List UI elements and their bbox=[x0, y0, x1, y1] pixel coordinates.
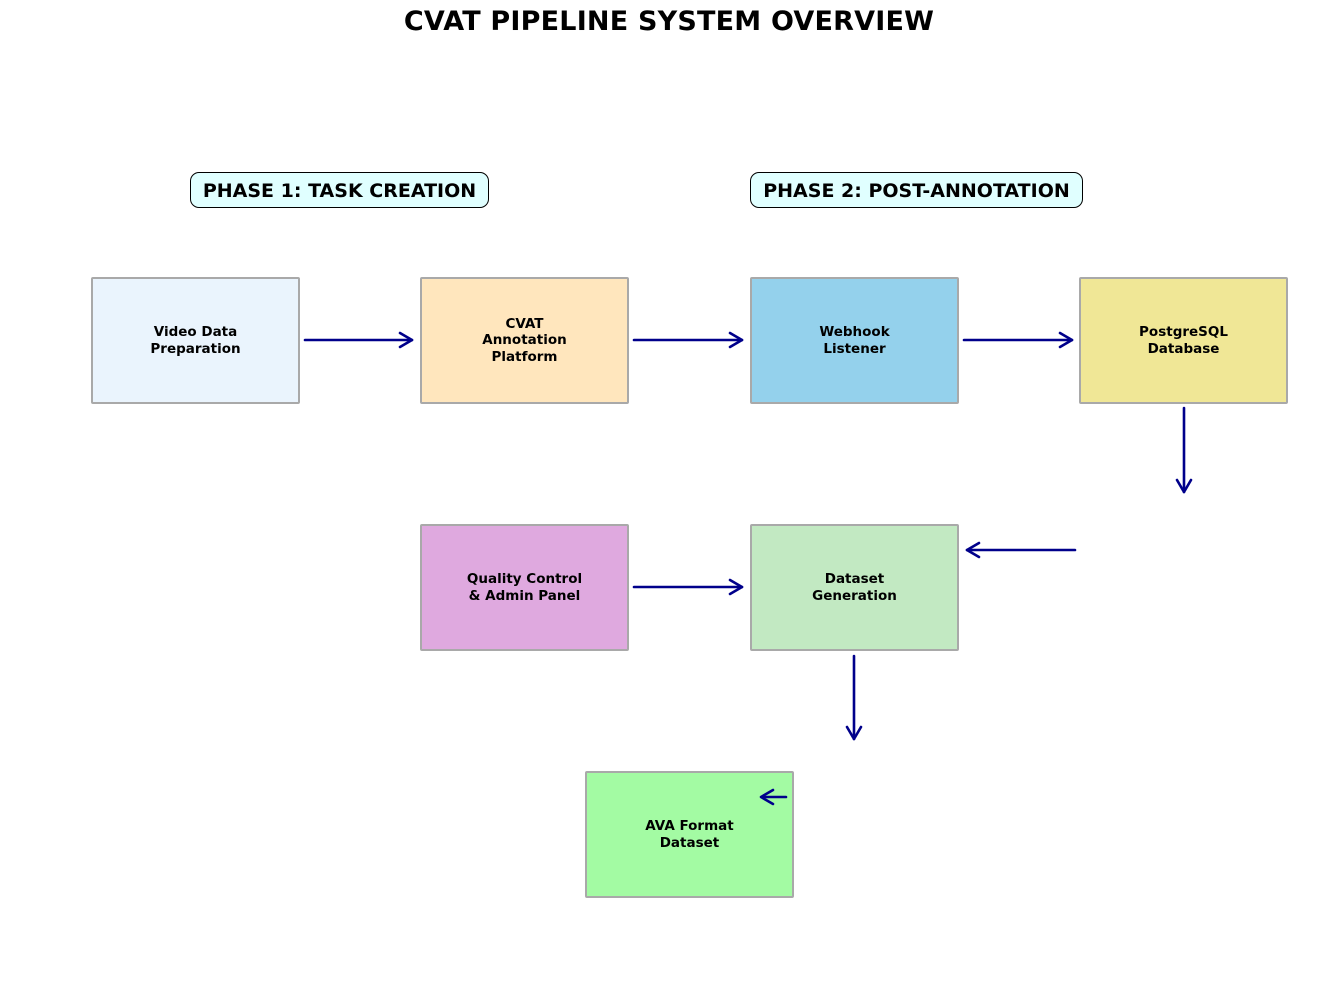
arrow-quality-to-dataset bbox=[632, 578, 744, 596]
webhook-listener-label: Webhook Listener bbox=[819, 324, 890, 357]
arrow-dataset-down bbox=[845, 654, 863, 741]
quality-control-admin-panel-label: Quality Control & Admin Panel bbox=[466, 571, 583, 604]
video-data-preparation-label: Video Data Preparation bbox=[150, 324, 241, 357]
ava-format-dataset-label: AVA Format Dataset bbox=[645, 818, 734, 851]
arrow-video-to-cvat bbox=[303, 331, 414, 349]
cvat-annotation-platform-label: CVAT Annotation Platform bbox=[482, 315, 567, 365]
dataset-generation-label: Dataset Generation bbox=[812, 571, 897, 604]
phase-2-label: PHASE 2: POST-ANNOTATION bbox=[750, 172, 1083, 208]
phase-1-label: PHASE 1: TASK CREATION bbox=[190, 172, 489, 208]
arrow-postgres-down bbox=[1175, 406, 1193, 494]
quality-control-admin-panel-box: Quality Control & Admin Panel bbox=[420, 524, 629, 651]
cvat-annotation-platform-box: CVAT Annotation Platform bbox=[420, 277, 629, 404]
arrow-into-dataset bbox=[965, 541, 1077, 559]
arrow-cvat-to-webhook bbox=[632, 331, 744, 349]
postgresql-database-label: PostgreSQL Database bbox=[1139, 324, 1228, 357]
arrow-webhook-to-postgres bbox=[962, 331, 1074, 349]
postgresql-database-box: PostgreSQL Database bbox=[1079, 277, 1288, 404]
ava-format-dataset-box: AVA Format Dataset bbox=[585, 771, 794, 898]
dataset-generation-box: Dataset Generation bbox=[750, 524, 959, 651]
video-data-preparation-box: Video Data Preparation bbox=[91, 277, 300, 404]
diagram-title: CVAT PIPELINE SYSTEM OVERVIEW bbox=[403, 6, 935, 37]
webhook-listener-box: Webhook Listener bbox=[750, 277, 959, 404]
